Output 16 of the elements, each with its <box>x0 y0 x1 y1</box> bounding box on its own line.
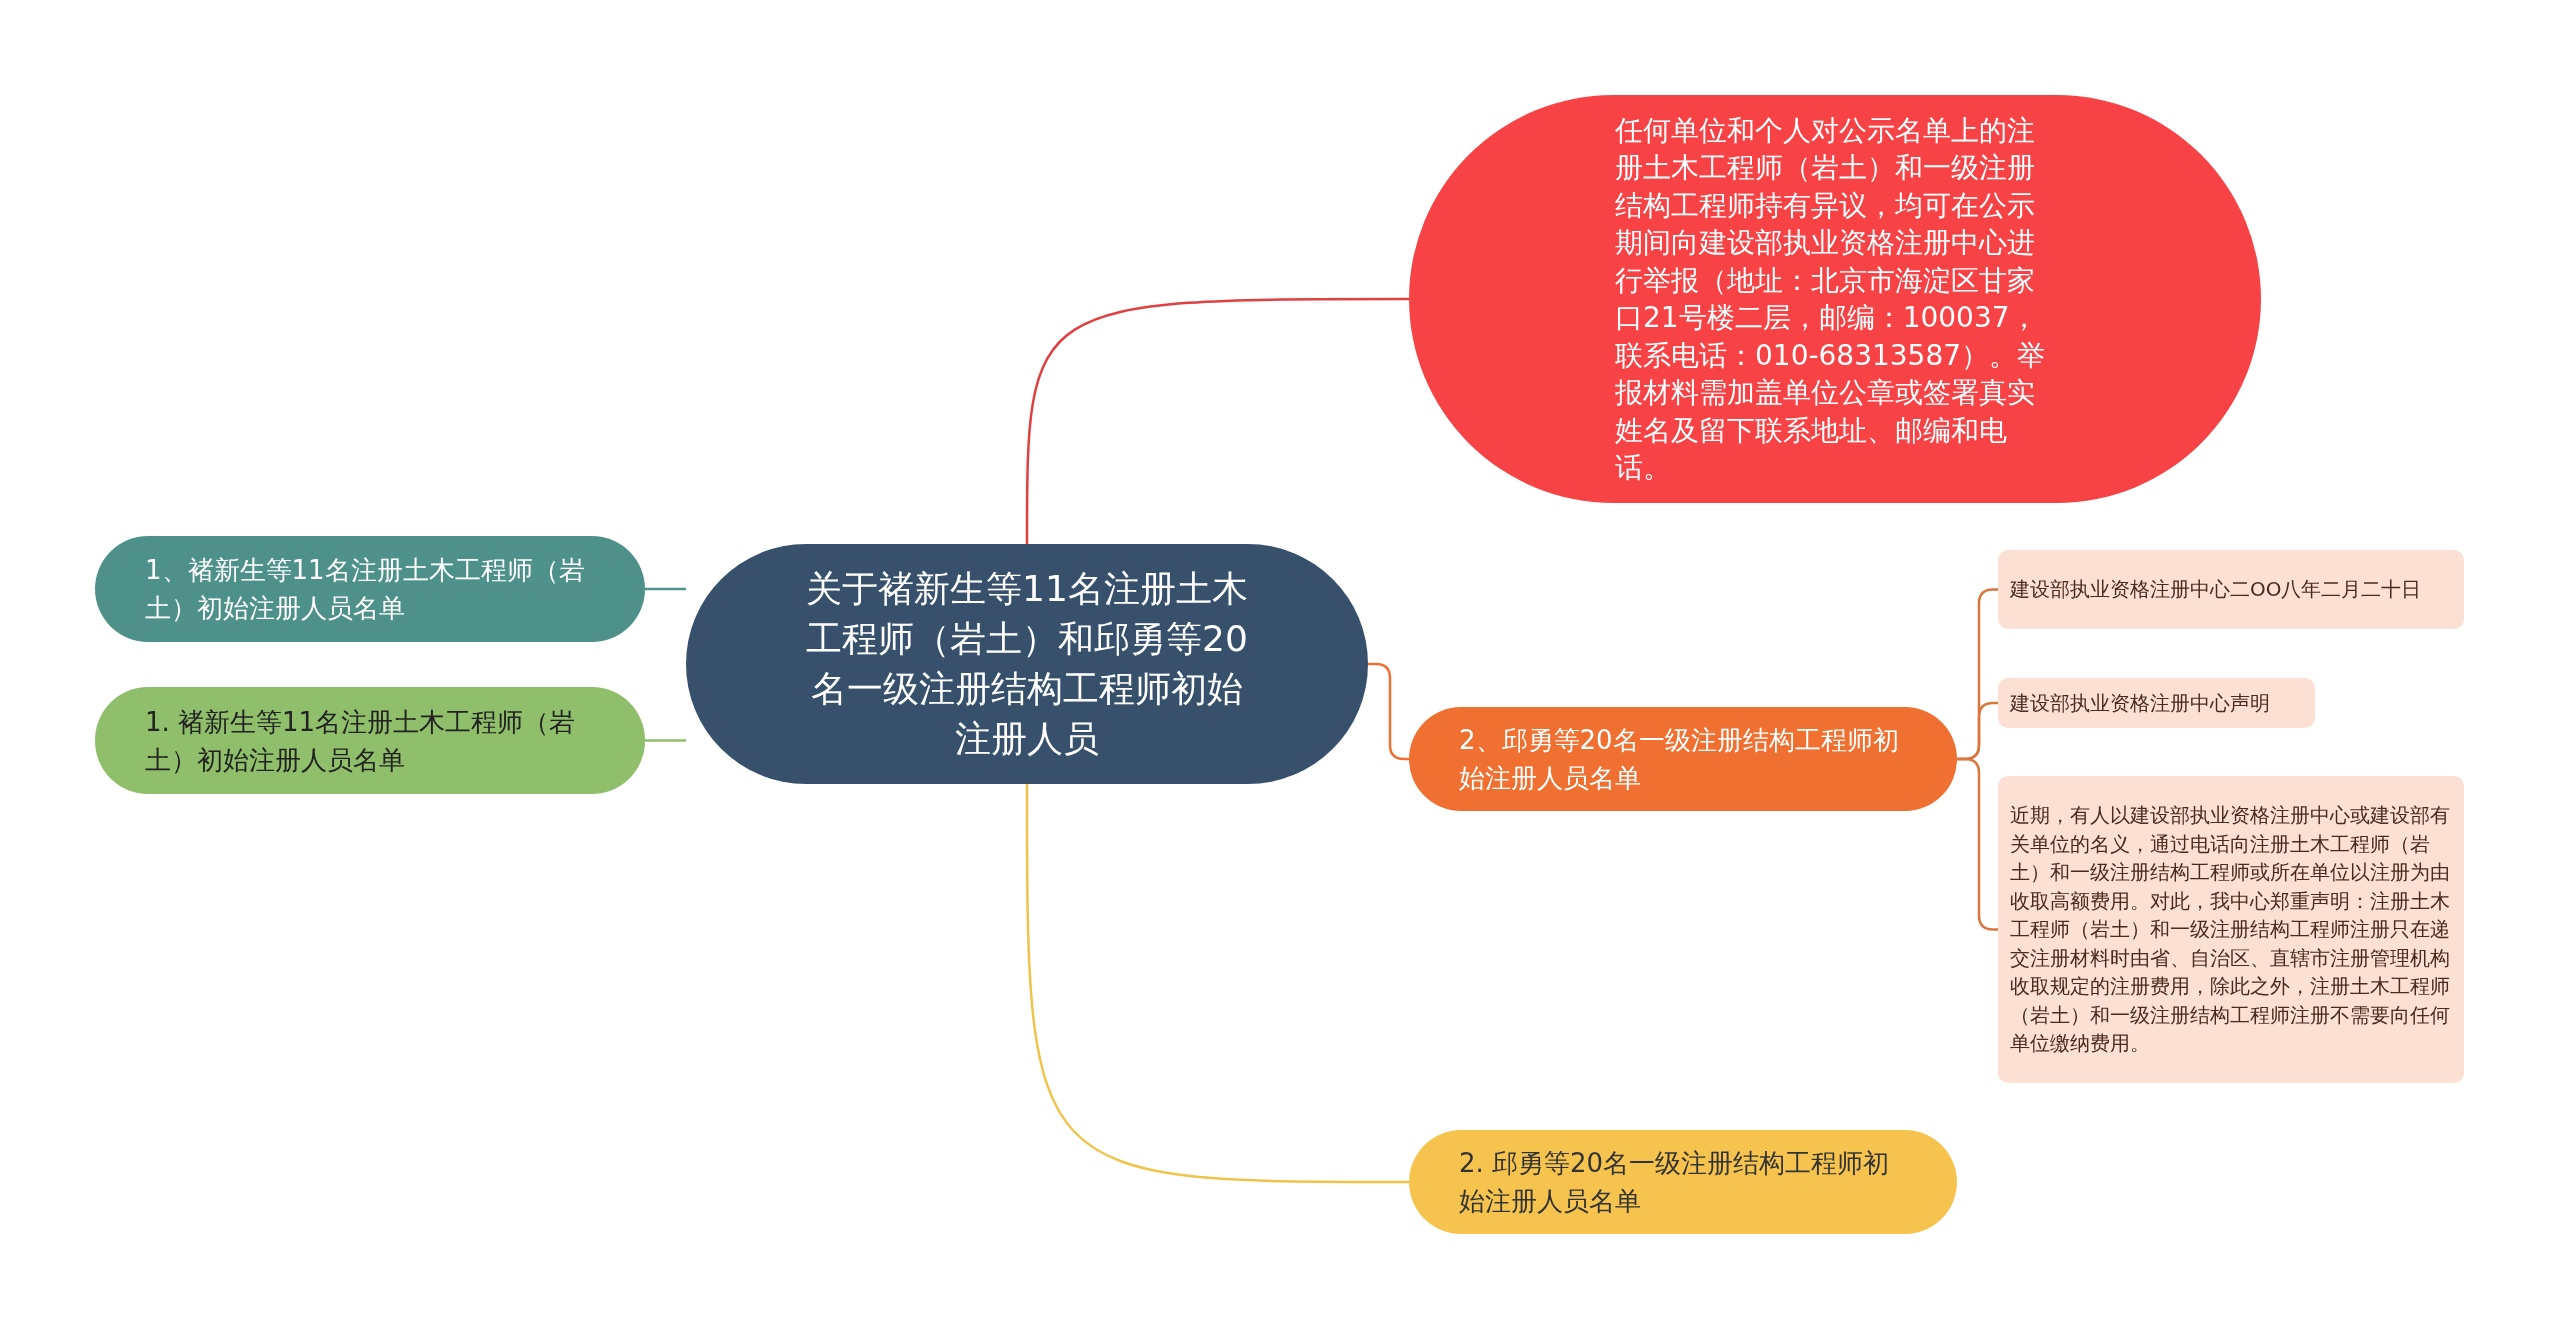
node-text: 建设部执业资格注册中心声明 <box>2010 689 2271 717</box>
node-text: 任何单位和个人对公示名单上的注册土木工程师（岩土）和一级注册结构工程师持有异议，均可在公示期间向建设部执业资格注册中心进行举报（地址：北京市海淀区甘家口21号楼二层，邮编：100037，联系电话：010-68313587）。举报材料需加盖单位公章或签署真实姓名及留下联系地址、邮编和电话。 <box>1615 112 2047 486</box>
node-text: 1、褚新生等11名注册土木工程师（岩土）初始注册人员名单 <box>145 554 585 625</box>
node-text: 2、邱勇等20名一级注册结构工程师初始注册人员名单 <box>1459 724 1899 795</box>
node-text: 关于褚新生等11名注册土木工程师（岩土）和邱勇等20名一级注册结构工程师初始注册人员 <box>805 567 1249 761</box>
note-box <box>1998 550 2464 629</box>
node-text: 2. 邱勇等20名一级注册结构工程师初始注册人员名单 <box>1459 1147 1891 1218</box>
note-box <box>1998 776 2464 1083</box>
node-text: 1. 褚新生等11名注册土木工程师（岩土）初始注册人员名单 <box>145 705 577 777</box>
connector-line <box>1025 784 1409 1184</box>
node-text: 近期，有人以建设部执业资格注册中心或建设部有关单位的名义，通过电话向注册土木工程师（岩土）和一级注册结构工程师或所在单位以注册为由收取高额费用。对此，我中心郑重声明：注册土木工程师（岩土）和一级注册结构工程师注册只在递交注册材料时由省、自治区、直辖市注册管理机构收取规定的注册费用，除此之外，注册土木工程师（岩土）和一级注册结构工程师注册不需要向任何单位缴纳费用。 <box>2010 802 2451 1058</box>
connector-line <box>1025 297 1409 544</box>
connector-line <box>645 587 686 591</box>
connector-line <box>645 739 686 742</box>
node-text: 建设部执业资格注册中心二OO八年二月二十日 <box>2010 576 2423 603</box>
note-box <box>1998 678 2315 728</box>
